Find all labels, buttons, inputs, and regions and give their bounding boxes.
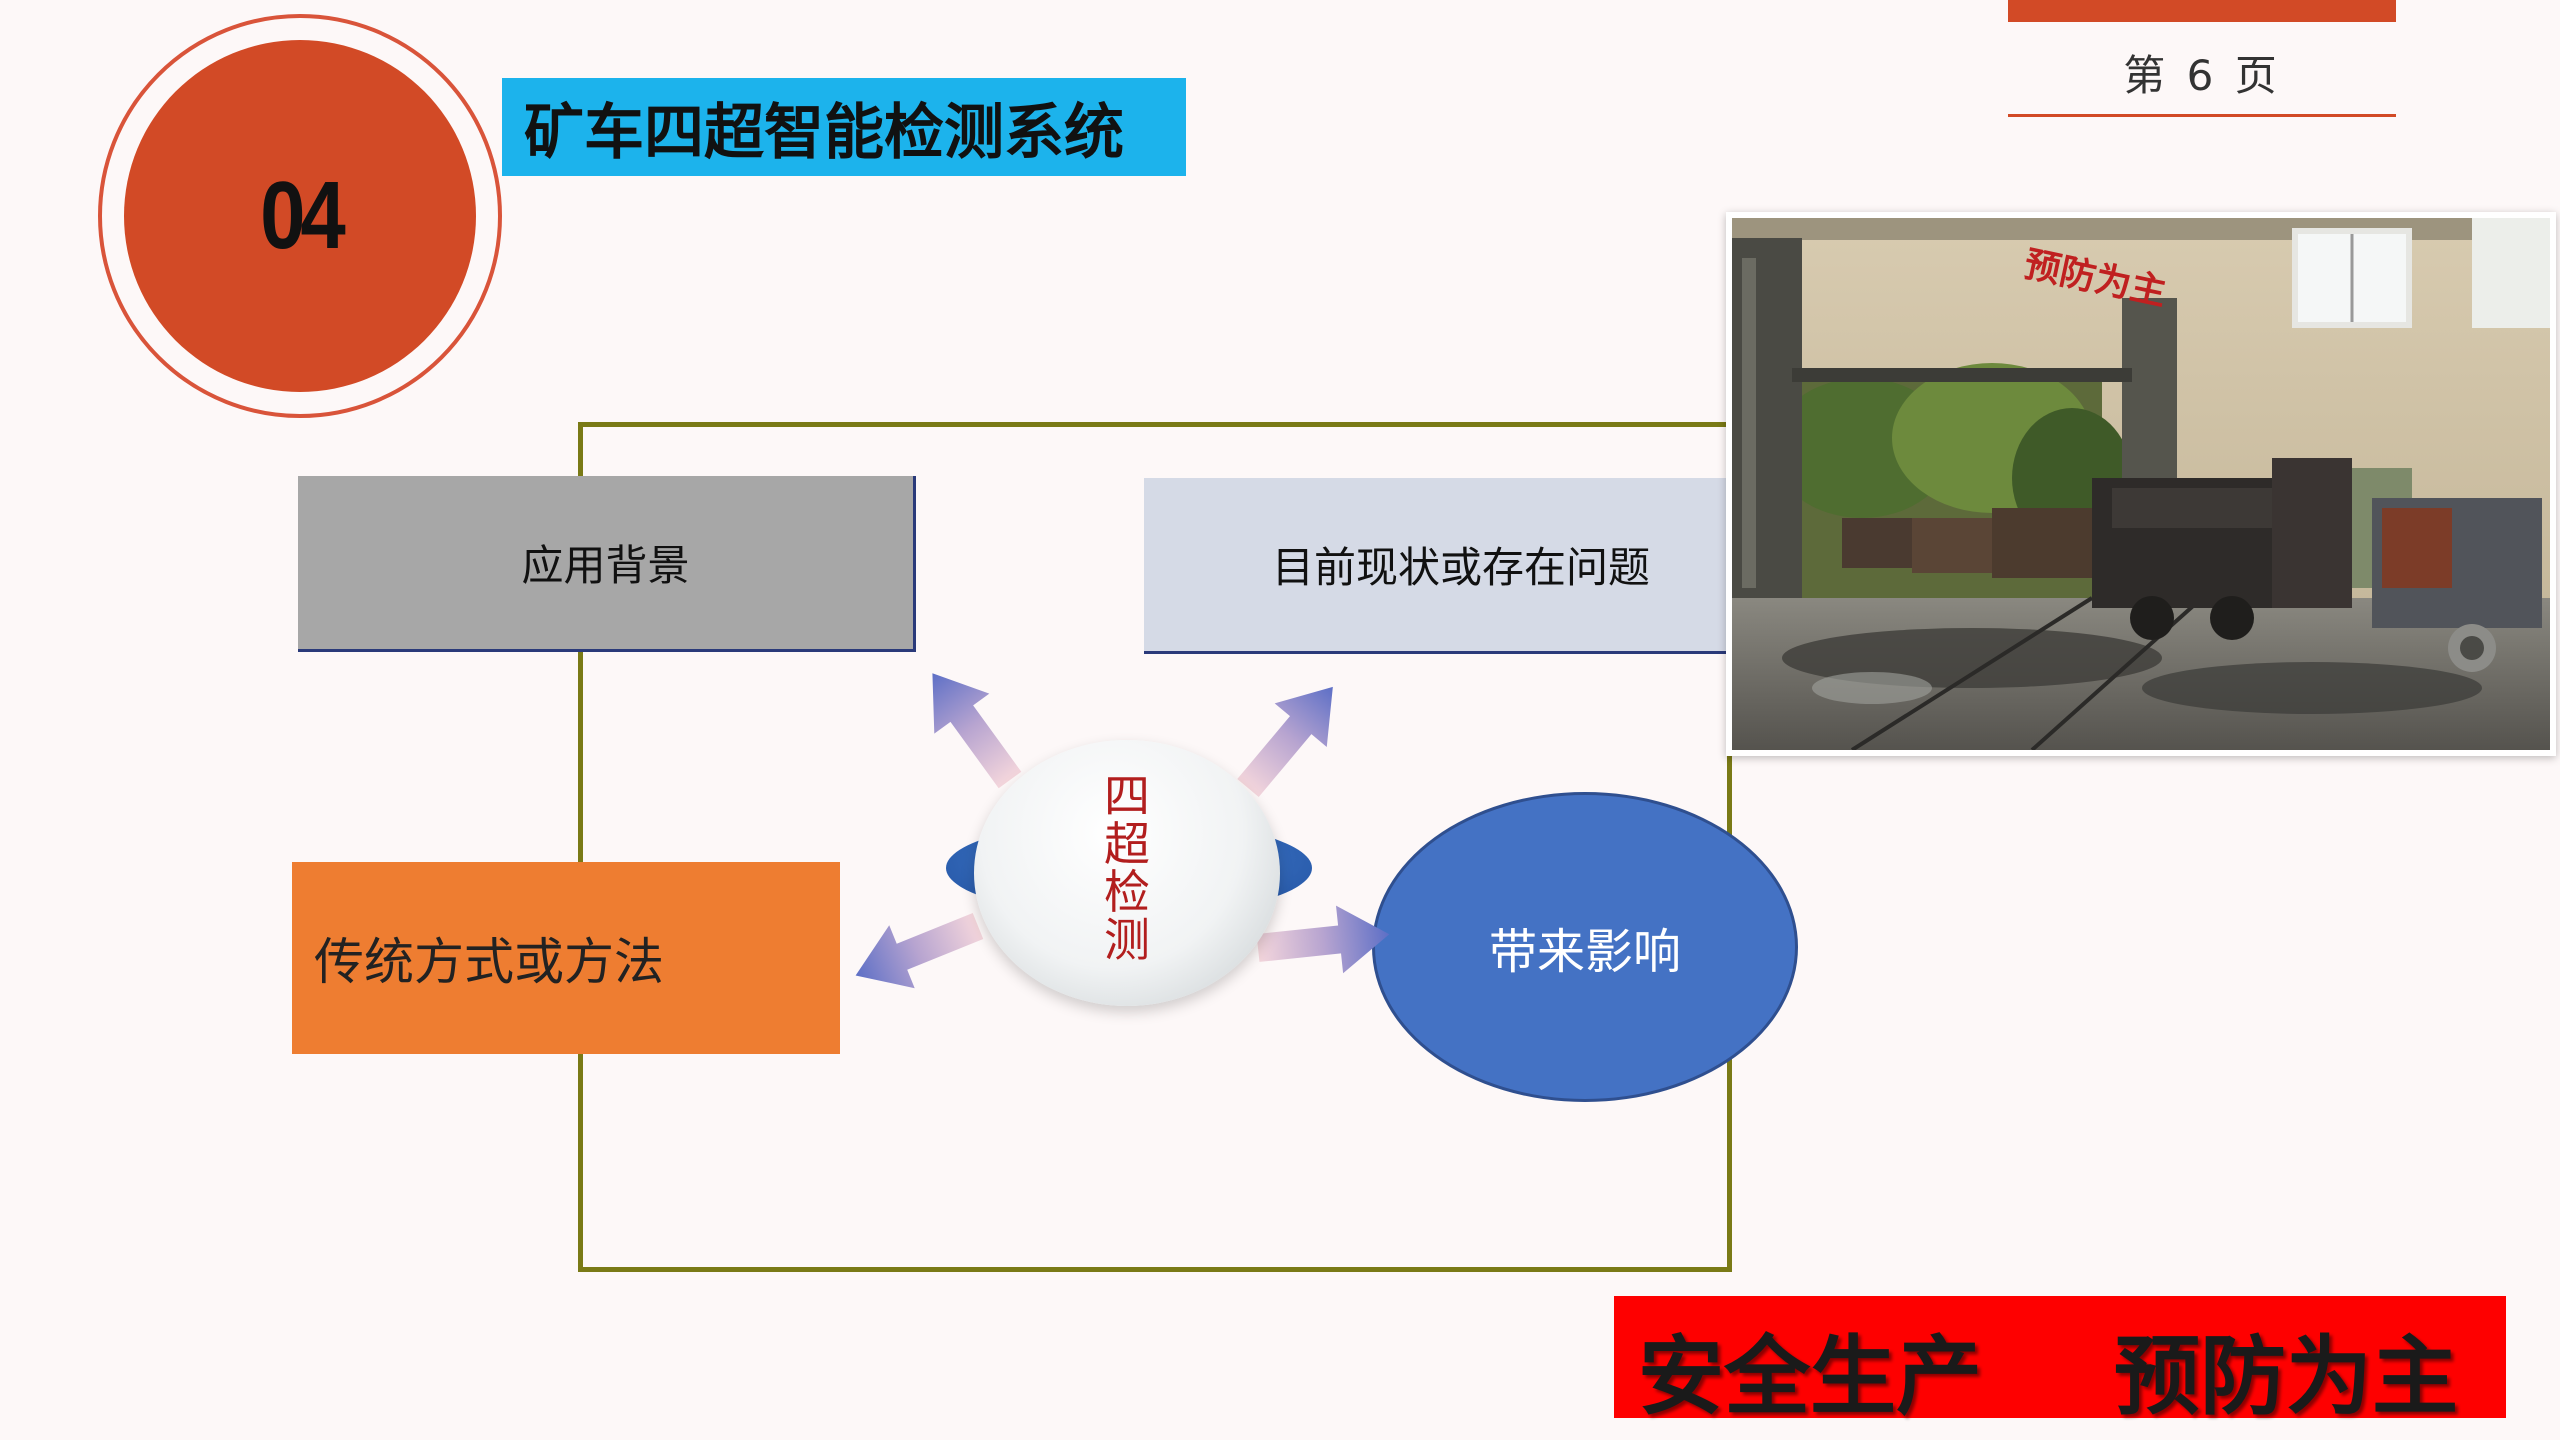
safety-slogan-banner: 安全生产 预防为主 bbox=[1614, 1296, 2506, 1427]
box-current-issues: 目前现状或存在问题 bbox=[1144, 478, 1732, 654]
hub-center bbox=[974, 740, 1280, 1006]
hub-label: 四 超 检 测 bbox=[1104, 769, 1150, 967]
slogan-left: 安全生产 bbox=[1638, 1326, 1982, 1427]
mine-cart-photo: 预防为主 bbox=[1732, 218, 2550, 752]
page-indicator: 第 6 页 bbox=[2123, 51, 2281, 100]
page-indicator-rule bbox=[2008, 114, 2396, 117]
section-badge: 04 bbox=[124, 40, 476, 392]
photo-frame: 预防为主 bbox=[1726, 212, 2556, 756]
box-background: 应用背景 bbox=[298, 476, 916, 652]
box-traditional-methods: 传统方式或方法 bbox=[292, 862, 840, 1054]
page-indicator-bar bbox=[2008, 0, 2396, 22]
slide-title: 矿车四超智能检测系统 bbox=[502, 78, 1186, 176]
section-number: 04 bbox=[259, 162, 346, 269]
slogan-right: 预防为主 bbox=[2114, 1326, 2458, 1427]
ellipse-impact: 带来影响 bbox=[1372, 792, 1798, 1102]
